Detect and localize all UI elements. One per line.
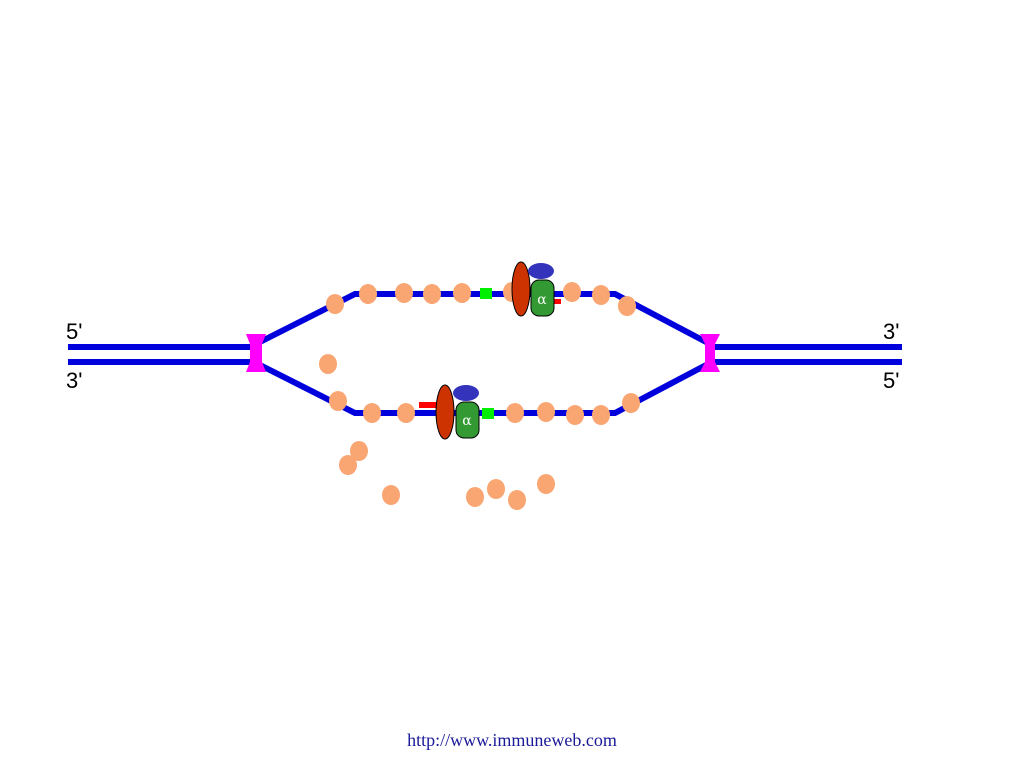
top-clamp bbox=[511, 261, 531, 317]
free-binding-protein bbox=[382, 485, 400, 505]
right-bottom-end-label: 5' bbox=[883, 368, 899, 393]
binding-protein bbox=[506, 403, 524, 423]
right-top-end-label: 3' bbox=[883, 319, 899, 344]
binding-protein bbox=[397, 403, 415, 423]
top-polymerase-complex: α bbox=[480, 261, 561, 317]
free-binding-proteins bbox=[319, 354, 555, 510]
bottom-polymerase-complex: α bbox=[419, 384, 494, 440]
binding-protein bbox=[618, 296, 636, 316]
top-marker bbox=[480, 288, 492, 299]
bottom-primer bbox=[419, 402, 437, 408]
binding-protein bbox=[622, 393, 640, 413]
bubble-top-strand bbox=[256, 291, 710, 346]
bottom-cap bbox=[453, 385, 479, 401]
left-bottom-end-label: 3' bbox=[66, 368, 82, 393]
top-polymerase-label: α bbox=[537, 292, 547, 308]
binding-protein bbox=[453, 283, 471, 303]
bottom-polymerase bbox=[455, 401, 480, 439]
binding-protein bbox=[537, 402, 555, 422]
right-helicase bbox=[700, 334, 720, 372]
free-binding-protein bbox=[487, 479, 505, 499]
binding-proteins-on-strands bbox=[326, 282, 640, 425]
free-binding-protein bbox=[537, 474, 555, 494]
binding-protein bbox=[329, 391, 347, 411]
binding-protein bbox=[592, 285, 610, 305]
binding-protein bbox=[592, 405, 610, 425]
binding-protein bbox=[363, 403, 381, 423]
bottom-polymerase-label: α bbox=[462, 413, 472, 429]
free-binding-protein bbox=[319, 354, 337, 374]
bottom-marker bbox=[482, 408, 494, 419]
top-primer bbox=[553, 299, 561, 304]
free-binding-protein bbox=[508, 490, 526, 510]
top-cap bbox=[528, 263, 554, 279]
source-url-link[interactable]: http://www.immuneweb.com bbox=[407, 730, 617, 750]
binding-protein bbox=[566, 405, 584, 425]
free-binding-protein bbox=[350, 441, 368, 461]
binding-protein bbox=[423, 284, 441, 304]
binding-protein bbox=[563, 282, 581, 302]
left-helicase bbox=[246, 334, 266, 372]
top-polymerase bbox=[530, 279, 555, 317]
binding-protein bbox=[359, 284, 377, 304]
binding-protein bbox=[326, 294, 344, 314]
bottom-clamp bbox=[435, 384, 455, 440]
free-binding-protein bbox=[339, 455, 357, 475]
free-binding-protein bbox=[466, 487, 484, 507]
binding-protein bbox=[395, 283, 413, 303]
left-top-end-label: 5' bbox=[66, 319, 82, 344]
